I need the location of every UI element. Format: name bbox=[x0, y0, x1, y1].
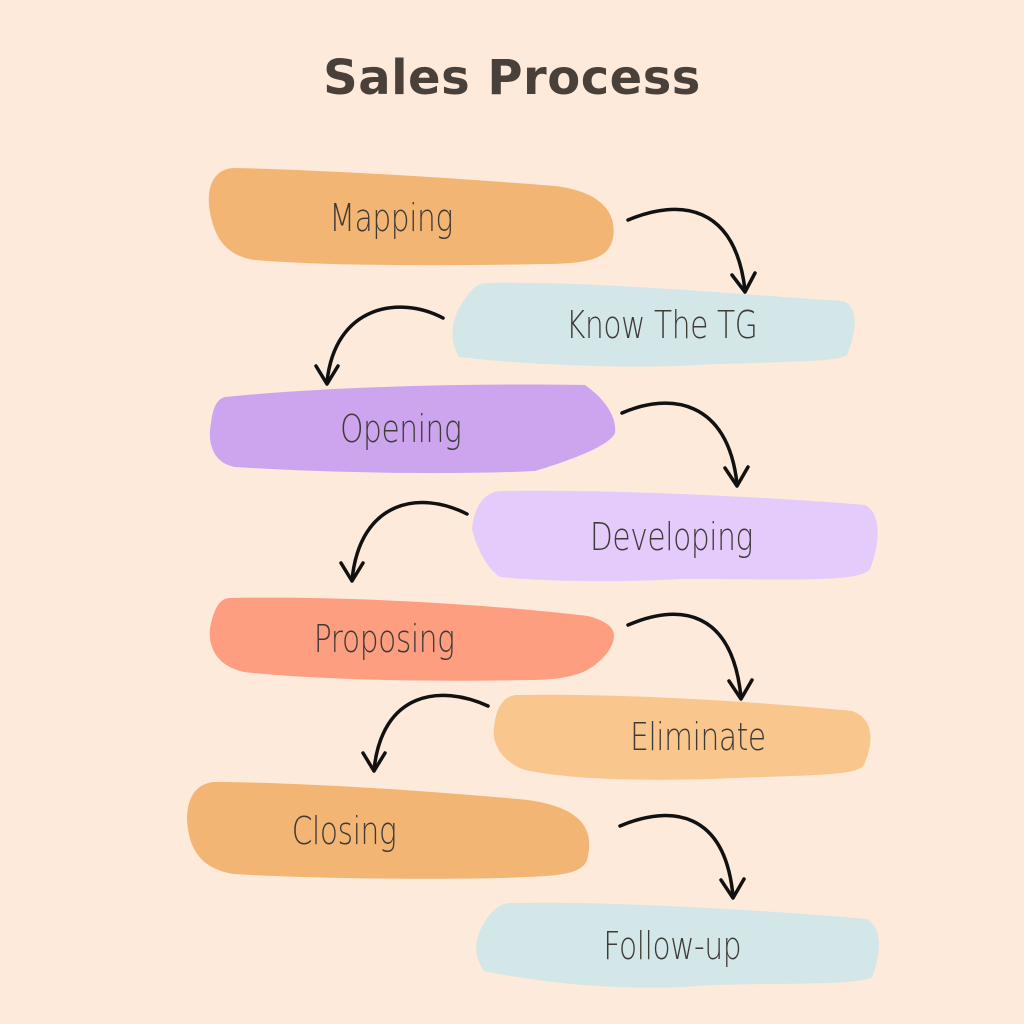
step-label: Developing bbox=[589, 514, 753, 559]
blob-shape bbox=[209, 597, 614, 681]
step-label: Closing bbox=[291, 809, 397, 853]
arrow-left-down-icon bbox=[339, 500, 469, 583]
page-title: Sales Process bbox=[323, 50, 701, 106]
step-label: Eliminate bbox=[630, 715, 766, 759]
arrow-left-down-icon bbox=[314, 305, 445, 386]
arrow-left-down-icon bbox=[361, 693, 490, 773]
step-developing: Developing bbox=[470, 489, 882, 584]
step-closing: Closing bbox=[183, 780, 595, 882]
step-know-the-tg: Know The TG bbox=[447, 281, 857, 369]
step-follow-up: Follow-up bbox=[472, 901, 882, 991]
step-label: Mapping bbox=[329, 196, 453, 240]
arrow-right-down-icon bbox=[618, 813, 746, 900]
step-label: Follow-up bbox=[603, 924, 741, 968]
blob-shape bbox=[493, 694, 871, 780]
arrow-right-down-icon bbox=[626, 207, 757, 294]
blob-shape bbox=[209, 384, 616, 474]
step-label: Proposing bbox=[313, 617, 455, 661]
arrow-right-down-icon bbox=[620, 401, 750, 488]
blob-shape bbox=[476, 902, 879, 988]
step-mapping: Mapping bbox=[205, 166, 617, 270]
step-label: Know The TG bbox=[566, 303, 758, 347]
step-opening: Opening bbox=[205, 383, 617, 475]
step-proposing: Proposing bbox=[208, 596, 620, 682]
blob-shape bbox=[472, 490, 878, 582]
blob-shape bbox=[452, 282, 855, 367]
blob-shape bbox=[208, 168, 614, 266]
arrow-right-down-icon bbox=[626, 612, 754, 701]
step-eliminate: Eliminate bbox=[492, 693, 874, 781]
blob-shape bbox=[187, 782, 590, 879]
step-label: Opening bbox=[340, 407, 462, 451]
